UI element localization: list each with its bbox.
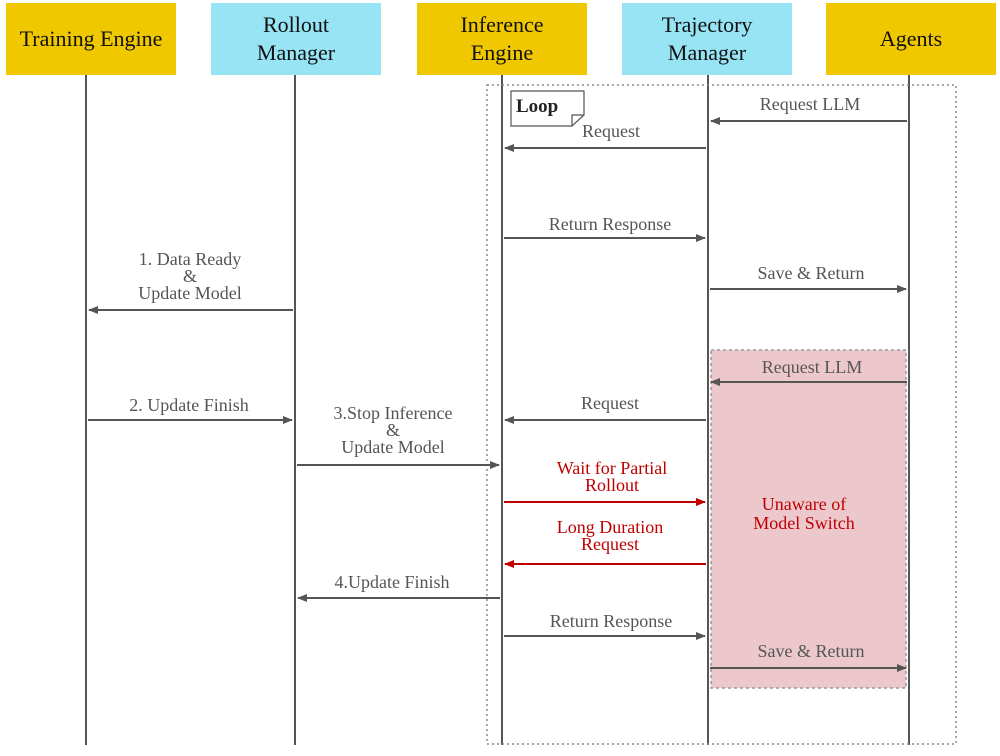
participant-rollout-manager: Rollout Manager	[211, 3, 381, 75]
loop-label: Loop	[516, 96, 559, 117]
message-label: Return Response	[549, 611, 673, 631]
message-label: 1. Data Ready & Update Model	[138, 249, 242, 303]
message-label: Wait for Partial Rollout	[556, 458, 668, 495]
message-label: Long Duration Request	[556, 517, 664, 554]
participant-label: Rollout Manager	[256, 12, 336, 65]
message-label: Save & Return	[757, 263, 865, 283]
participant-label: Inference Engine	[460, 12, 544, 65]
message-label: Request	[582, 121, 640, 141]
participant-label: Training Engine	[19, 26, 163, 51]
loop-frame	[486, 84, 957, 745]
message-label: Request	[581, 393, 639, 413]
loop-tag-fold	[571, 114, 584, 126]
participant-inference-engine: Inference Engine	[417, 3, 587, 75]
note-label: Unaware of Model Switch	[753, 494, 855, 533]
message-label: 3.Stop Inference & Update Model	[333, 403, 453, 457]
participant-trajectory-manager: Trajectory Manager	[622, 3, 792, 75]
participant-agents: Agents	[826, 3, 996, 75]
participant-label: Trajectory Manager	[661, 12, 753, 65]
message-label: Request LLM	[759, 94, 861, 114]
loop-tag	[510, 90, 585, 127]
note-box	[710, 349, 907, 689]
message-label: 2. Update Finish	[129, 395, 249, 415]
message-label: 4.Update Finish	[334, 572, 450, 592]
message-label: Return Response	[548, 214, 672, 234]
participant-label: Agents	[879, 26, 943, 51]
message-label: Request LLM	[761, 357, 863, 377]
participant-training-engine: Training Engine	[6, 3, 176, 75]
message-label: Save & Return	[757, 641, 865, 661]
